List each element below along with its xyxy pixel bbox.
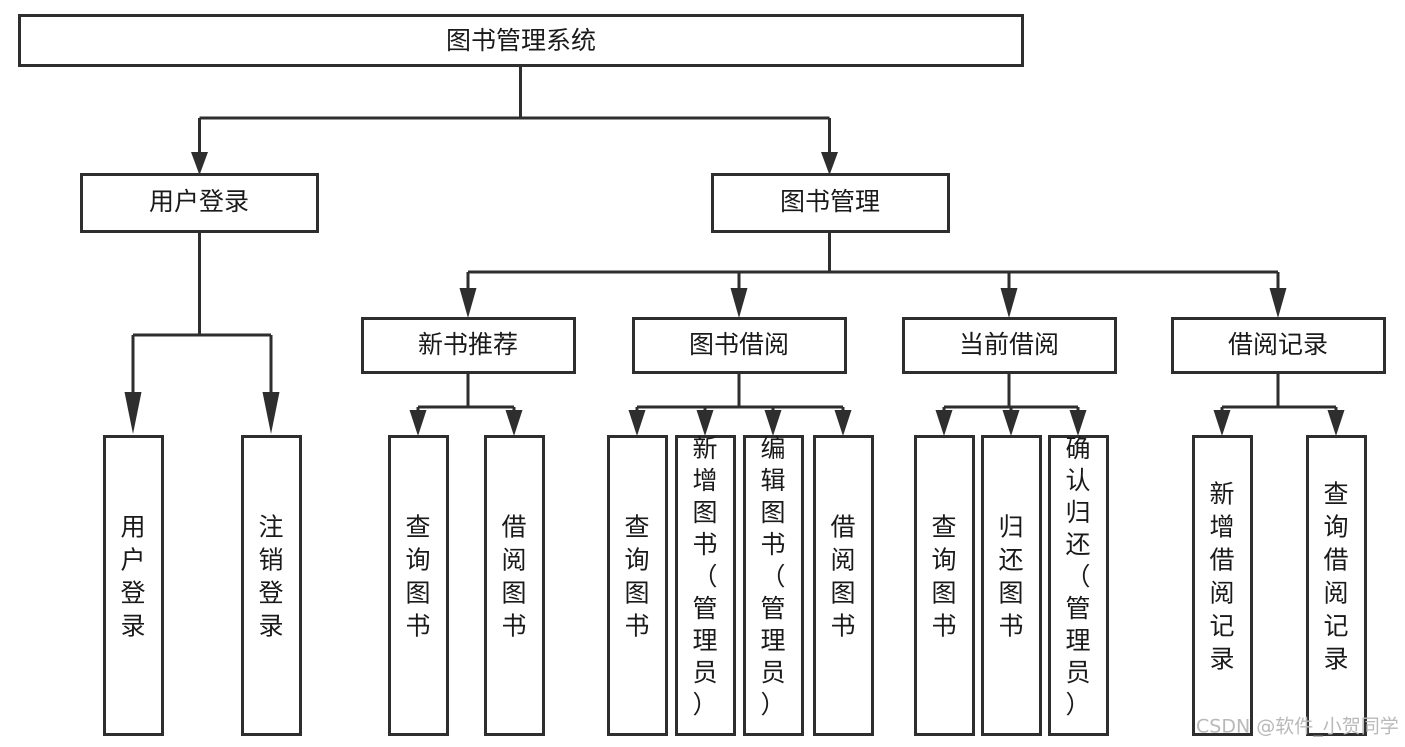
node-leaf-user-logout-box[interactable]	[241, 435, 302, 736]
node-leaf-user-logout-label: 注销登录	[258, 513, 283, 641]
node-leaf-add-record-box[interactable]	[1192, 435, 1253, 736]
node-root-label: 图书管理系统	[446, 26, 596, 55]
node-leaf-query-book-2-box[interactable]	[607, 435, 668, 736]
node-book-management-label: 图书管理	[780, 187, 880, 216]
node-current-borrow-box[interactable]	[902, 317, 1117, 374]
arrow-head-book-borrow	[730, 288, 748, 318]
node-leaf-user-login[interactable]: 用户登录	[103, 435, 164, 736]
node-new-book-recommend[interactable]: 新书推荐	[361, 317, 576, 374]
node-leaf-borrow-book-1-label: 借阅图书	[501, 513, 526, 641]
arrow-head-leaf-add-record	[1213, 410, 1231, 436]
connector-group-user-login	[124, 232, 280, 434]
node-leaf-return-book-box[interactable]	[981, 435, 1042, 736]
arrow-head-current-borrow	[1000, 288, 1018, 318]
node-leaf-return-book[interactable]: 归还图书	[981, 435, 1042, 736]
node-leaf-confirm-return[interactable]: 确认归还（管理员）	[1048, 434, 1109, 736]
node-book-management-box[interactable]	[711, 173, 950, 233]
node-leaf-query-book-3[interactable]: 查询图书	[914, 435, 975, 736]
node-leaf-user-login-label: 用户登录	[120, 513, 145, 641]
node-leaf-borrow-book-1-box[interactable]	[484, 435, 545, 736]
node-user-login-box[interactable]	[80, 173, 319, 233]
arrow-head-leaf-confirm-return	[1069, 410, 1087, 436]
node-leaf-edit-book[interactable]: 编辑图书（管理员）	[743, 434, 804, 736]
node-leaf-add-book-label: 新增图书（管理员）	[692, 434, 717, 719]
node-leaf-query-record-box[interactable]	[1306, 435, 1367, 736]
node-leaf-edit-book-label: 编辑图书（管理员）	[760, 434, 785, 719]
arrow-head-leaf-query-book-2	[628, 410, 646, 436]
node-borrow-record[interactable]: 借阅记录	[1171, 317, 1386, 374]
node-book-management[interactable]: 图书管理	[711, 173, 950, 233]
node-borrow-record-label: 借阅记录	[1228, 330, 1328, 359]
node-leaf-borrow-book-2-box[interactable]	[813, 435, 874, 736]
node-leaf-query-book-3-box[interactable]	[914, 435, 975, 736]
arrow-head-leaf-add-book	[696, 410, 714, 436]
node-root-box[interactable]	[18, 14, 1024, 67]
arrow-head-leaf-edit-book	[764, 410, 782, 436]
arrow-head-borrow-record	[1269, 288, 1287, 318]
node-leaf-add-record[interactable]: 新增借阅记录	[1192, 435, 1253, 736]
node-leaf-query-book-2-label: 查询图书	[624, 513, 649, 641]
arrow-head-leaf-borrow-book-1	[505, 410, 523, 436]
arrow-head-new-book-recommend	[459, 288, 477, 318]
arrow-head-leaf-borrow-book-2	[834, 410, 852, 436]
node-leaf-query-record[interactable]: 查询借阅记录	[1306, 435, 1367, 736]
node-leaf-user-login-box[interactable]	[103, 435, 164, 736]
node-leaf-add-book[interactable]: 新增图书（管理员）	[675, 434, 736, 736]
arrow-head-leaf-query-record	[1327, 410, 1345, 436]
node-leaf-add-book-box[interactable]	[675, 435, 736, 736]
node-user-login[interactable]: 用户登录	[80, 173, 319, 233]
arrow-head-book-management	[821, 152, 838, 175]
node-user-login-label: 用户登录	[149, 187, 249, 216]
connector-group-new-book-recommend	[409, 373, 523, 436]
node-leaf-query-book-1-box[interactable]	[388, 435, 449, 736]
node-leaf-confirm-return-label: 确认归还（管理员）	[1065, 434, 1090, 719]
node-leaf-query-book-2[interactable]: 查询图书	[607, 435, 668, 736]
connector-group-root	[191, 66, 838, 175]
node-leaf-confirm-return-box[interactable]	[1048, 435, 1109, 736]
watermark-label: CSDN @软件_小贺同学	[1196, 716, 1399, 738]
node-current-borrow-label: 当前借阅	[959, 330, 1059, 359]
node-leaf-query-book-1[interactable]: 查询图书	[388, 435, 449, 736]
node-borrow-record-box[interactable]	[1171, 317, 1386, 374]
arrow-head-leaf-query-book-1	[409, 410, 427, 436]
connector-group-current-borrow	[935, 373, 1087, 436]
node-current-borrow[interactable]: 当前借阅	[902, 317, 1117, 374]
node-leaf-user-logout[interactable]: 注销登录	[241, 435, 302, 736]
node-leaf-borrow-book-2[interactable]: 借阅图书	[813, 435, 874, 736]
arrow-head-leaf-return-book	[1002, 410, 1020, 436]
node-leaf-borrow-book-2-label: 借阅图书	[830, 513, 855, 641]
node-leaf-borrow-book-1[interactable]: 借阅图书	[484, 435, 545, 736]
node-leaf-query-book-3-label: 查询图书	[931, 513, 956, 641]
node-leaf-edit-book-box[interactable]	[743, 435, 804, 736]
node-leaf-return-book-label: 归还图书	[998, 513, 1023, 641]
node-book-borrow-label: 图书借阅	[689, 330, 789, 359]
arrow-head-leaf-query-book-3	[935, 410, 953, 436]
arrow-head-leaf-user-logout	[262, 392, 280, 434]
connector-group-borrow-record	[1213, 373, 1345, 436]
node-leaf-query-book-1-label: 查询图书	[405, 513, 430, 641]
node-root[interactable]: 图书管理系统	[18, 14, 1024, 67]
connector-group-book-borrow	[628, 373, 852, 436]
node-leaf-add-record-label: 新增借阅记录	[1209, 480, 1234, 674]
connector-group-book-management	[459, 232, 1287, 318]
arrow-head-user-login	[191, 152, 208, 175]
node-new-book-recommend-label: 新书推荐	[418, 330, 518, 359]
node-book-borrow[interactable]: 图书借阅	[632, 317, 847, 374]
node-book-borrow-box[interactable]	[632, 317, 847, 374]
arrow-head-leaf-user-login	[124, 392, 142, 434]
node-leaf-query-record-label: 查询借阅记录	[1323, 480, 1348, 674]
node-new-book-recommend-box[interactable]	[361, 317, 576, 374]
